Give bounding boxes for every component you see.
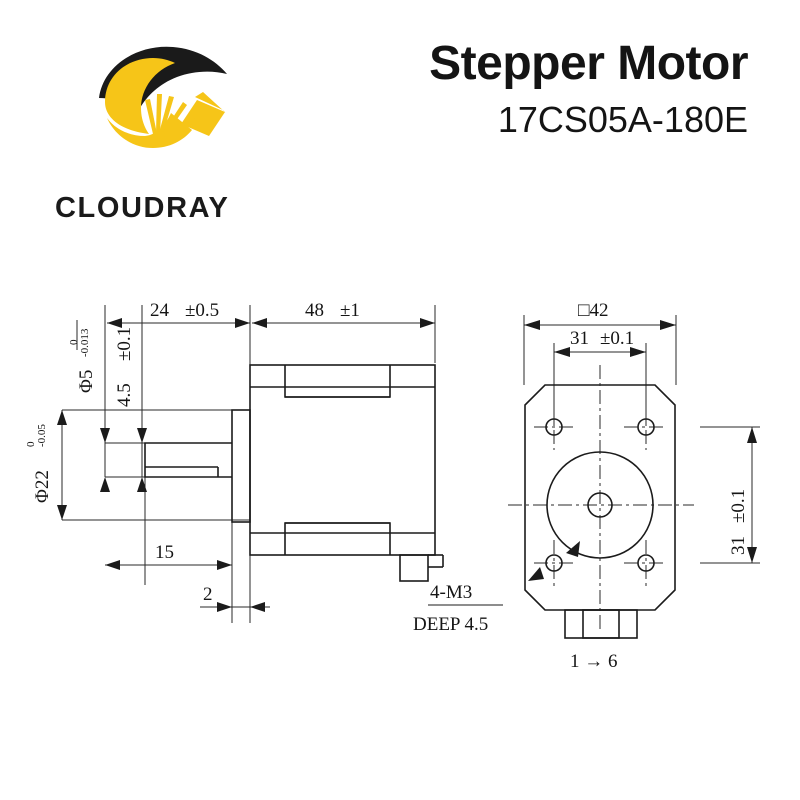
dim-d22-tol-upper: 0 xyxy=(25,441,37,447)
dim-d22-tol-lower: -0.05 xyxy=(36,424,48,447)
dim-d22-value: Φ22 xyxy=(32,470,53,503)
pilot-boss-circle xyxy=(546,451,654,559)
brand-wordmark: CLOUDRAY xyxy=(55,192,229,224)
centre-lines xyxy=(508,365,694,633)
thread-callout-leader xyxy=(528,541,580,581)
dim-31h-value: 31 xyxy=(570,328,589,349)
motor-shaft xyxy=(144,442,232,478)
shaft-circle xyxy=(587,492,613,518)
page-title: Stepper Motor xyxy=(429,37,748,90)
dim-24-value: 24 xyxy=(150,300,170,321)
product-model: 17CS05A-180E xyxy=(497,99,748,140)
dim-shaft-diameter: Φ5 0 -0.013 xyxy=(68,320,110,492)
dim-flat-length: 15 xyxy=(105,542,232,570)
dim-shaft-length: 24 ±0.5 xyxy=(107,300,250,328)
dim-45-value: 4.5 xyxy=(114,383,135,407)
dim-d5-tol-upper: 0 xyxy=(68,339,80,345)
title-block: Stepper Motor 17CS05A-180E xyxy=(429,38,748,142)
dim-flat-height: 4.5 ±0.1 xyxy=(114,327,147,492)
dim-flange-diameter: Φ22 0 -0.05 xyxy=(25,410,67,520)
side-view-drawing: 24 ±0.5 48 ±1 Φ22 0 -0.05 xyxy=(25,300,444,623)
brand-logo: CLOUDRAY xyxy=(55,40,285,224)
mounting-holes xyxy=(545,418,655,572)
dim-2-value: 2 xyxy=(203,584,213,605)
rear-connector xyxy=(399,554,444,582)
dim-hole-pitch-horizontal: 31 ±0.1 xyxy=(554,328,646,357)
dim-boss-length: 2 xyxy=(200,584,270,612)
dim-31v-value: 31 xyxy=(728,536,749,555)
dim-15-value: 15 xyxy=(155,542,174,563)
dim-d5-tol-lower: -0.013 xyxy=(79,328,91,357)
brand-name: CLOUDRAY xyxy=(55,192,229,224)
front-boss xyxy=(231,409,251,523)
dim-hole-pitch-vertical: 31 ±0.1 xyxy=(728,427,757,563)
connector-pin-label: 1 → 6 xyxy=(570,651,618,672)
dim-48-value: 48 xyxy=(305,300,324,321)
dim-square42-value: □42 xyxy=(578,300,608,321)
dim-48-tol: ±1 xyxy=(340,300,360,321)
front-view-drawing: □42 31 ±0.1 31 ±0.1 xyxy=(413,300,760,672)
dim-24-tol: ±0.5 xyxy=(185,300,219,321)
dim-body-length: 48 ±1 xyxy=(252,300,435,328)
dim-45-tol: ±0.1 xyxy=(114,327,135,361)
connector-block xyxy=(564,609,638,639)
dim-31v-tol: ±0.1 xyxy=(728,489,749,523)
thread-callout: 4-M3 DEEP 4.5 xyxy=(413,582,503,635)
header: CLOUDRAY Stepper Motor 17CS05A-180E xyxy=(0,0,800,225)
dim-body-square: □42 xyxy=(524,300,676,330)
technical-drawings: 24 ±0.5 48 ±1 Φ22 0 -0.05 xyxy=(0,215,800,715)
thread-spec-label: 4-M3 xyxy=(430,582,472,603)
motor-body-outline xyxy=(249,364,436,556)
dim-d5-value: Φ5 xyxy=(76,370,97,393)
thread-depth-label: DEEP 4.5 xyxy=(413,614,488,635)
dim-31h-tol: ±0.1 xyxy=(600,328,634,349)
cloudray-moon-sun-logo-icon xyxy=(99,46,227,148)
faceplate-outline xyxy=(524,384,676,611)
